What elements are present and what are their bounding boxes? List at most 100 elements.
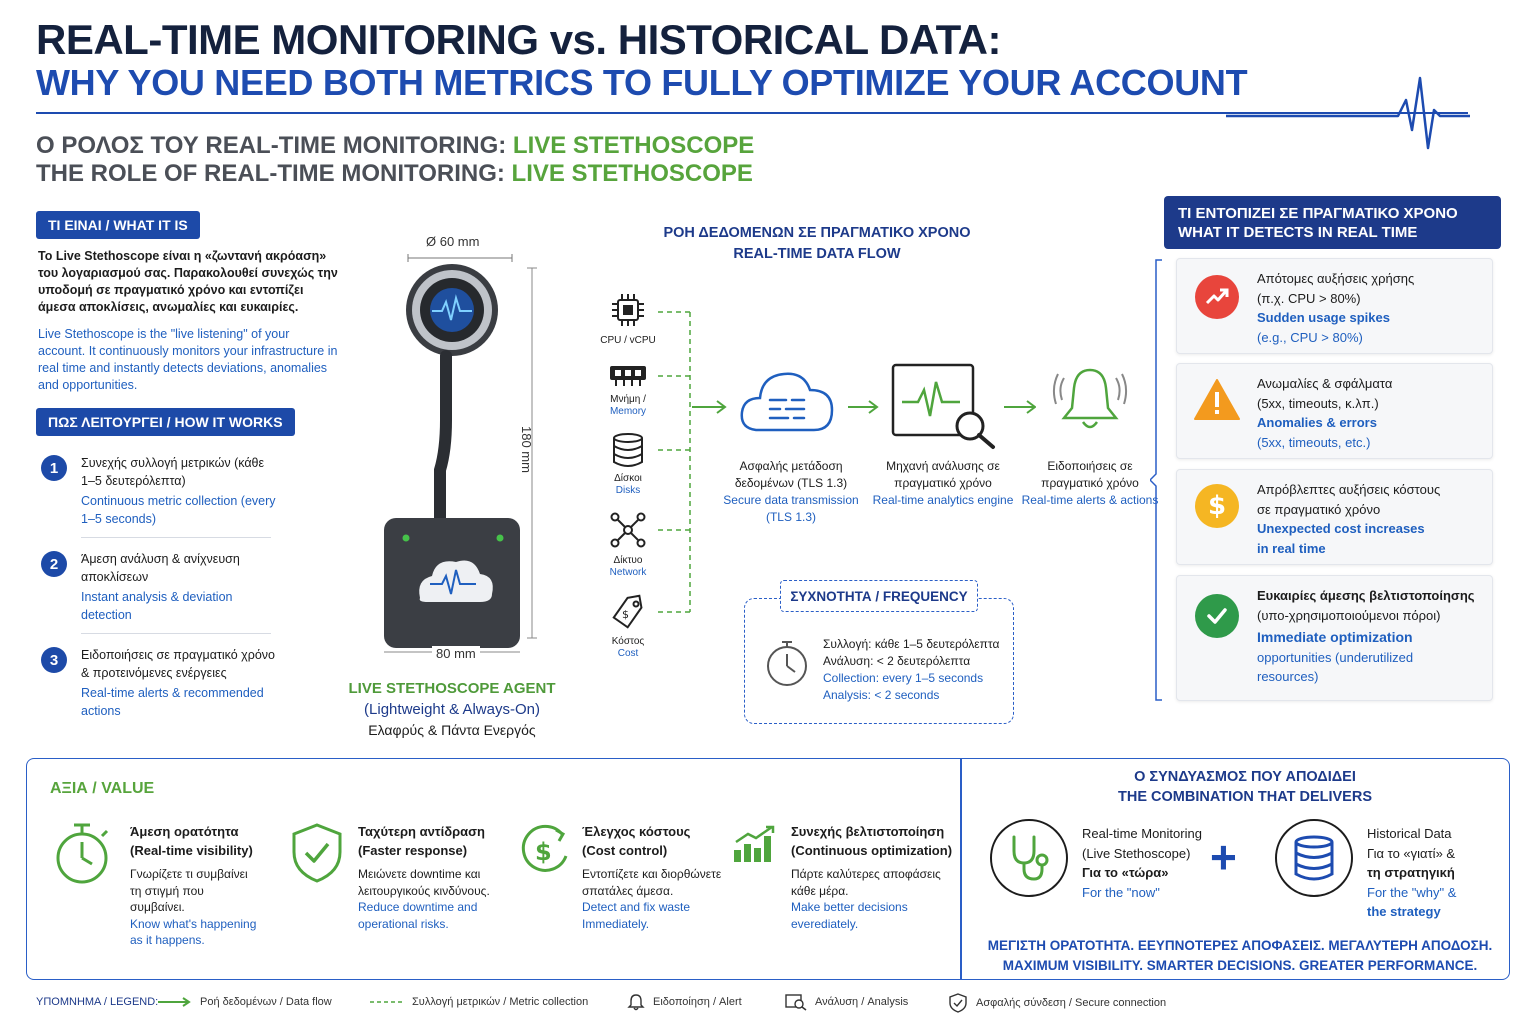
source-cost-gr: Κόστος: [611, 636, 645, 647]
legend-text: Ανάλυση / Analysis: [815, 996, 909, 1008]
legend-item-analysis: Ανάλυση / Analysis: [785, 993, 908, 1011]
value-item-cost: Έλεγχος κόστους (Cost control) Εντοπίζετ…: [582, 822, 772, 932]
stopwatch-icon: [56, 823, 109, 884]
what-it-is-heading: ΤΙ ΕΙΝΑΙ / WHAT IT IS: [36, 211, 200, 239]
stethoscope-icon: [990, 819, 1068, 897]
memory-icon: [610, 366, 646, 386]
role-heading-gr: Ο ΡΟΛΟΣ ΤΟΥ REAL-TIME MONITORING: LIVE S…: [36, 132, 754, 160]
shield-check-icon: [292, 823, 342, 883]
flow-title-en: REAL-TIME DATA FLOW: [733, 246, 901, 262]
combination-tagline-gr: ΜΕΓΙΣΤΗ ΟΡΑΤΟΤΗΤΑ. ΕΕΥΠΝΟΤΕΡΕΣ ΑΠΟΦΑΣΕΙΣ…: [987, 938, 1493, 953]
detect-en2: (5xx, timeouts, etc.): [1257, 434, 1371, 450]
value-heading: ΑΞΙΑ / VALUE: [50, 780, 155, 797]
agent-subtitle-gr: Ελαφρύς & Πάντα Ενεργός: [368, 722, 536, 738]
detects-heading: ΤΙ ΕΝΤΟΠΙΖΕΙ ΣΕ ΠΡΑΓΜΑΤΙΚΟ ΧΡΟΝΟ WHAT IT…: [1164, 196, 1501, 249]
value-gr: Πάρτε καλύτερες αποφάσεις κάθε μέρα.: [791, 867, 941, 898]
alert-bell-icon: [1052, 368, 1128, 429]
legend-item-alert: Ειδοποίηση / Alert: [627, 993, 742, 1011]
step-divider: [81, 633, 271, 634]
detect-gr2: (5xx, timeouts, κ.λπ.): [1257, 395, 1379, 411]
agent-diameter-label: Ø 60 mm: [426, 234, 480, 249]
how-it-works-heading: ΠΩΣ ΛΕΙΤΟΥΡΓΕΙ / HOW IT WORKS: [36, 408, 295, 436]
stage-alerts-en: Real-time alerts & actions: [1021, 493, 1159, 507]
agent-title: LIVE STETHOSCOPE AGENT: [348, 680, 556, 697]
value-gr: Εντοπίζετε και διορθώνετε σπατάλες άμεσα…: [582, 867, 722, 898]
source-network-label: Δίκτυο Network: [593, 555, 663, 579]
frequency-title: ΣΥΧΝΟΤΗΤΑ / FREQUENCY: [780, 580, 978, 612]
legend-text: Ροή δεδομένων / Data flow: [200, 996, 332, 1008]
detect-gr1: Ανωμαλίες & σφάλματα: [1257, 376, 1393, 391]
value-item-visibility: Άμεση ορατότητα (Real-time visibility) Γ…: [130, 822, 320, 949]
detects-heading-en: WHAT IT DETECTS IN REAL TIME: [1178, 224, 1418, 241]
cost-tag-icon: $: [612, 594, 643, 629]
plus-icon: +: [1210, 831, 1237, 883]
source-disks-gr: Δίσκοι: [614, 473, 642, 484]
bottom-panel-separator: [960, 758, 962, 980]
stage-analytics-engine-en: Real-time analytics engine: [872, 493, 1014, 507]
combination-right-gr1: Για το «γιατί» &: [1367, 845, 1456, 861]
check-icon: [1195, 594, 1239, 638]
network-icon: [610, 512, 646, 548]
dollar-icon: $: [1195, 484, 1239, 528]
step-3-gr: Ειδοποιήσεις σε πραγματικό χρόνο & προτε…: [81, 648, 276, 680]
role-heading-en-prefix: THE ROLE OF REAL-TIME MONITORING:: [36, 160, 512, 187]
disks-icon: [613, 433, 643, 467]
value-en: Detect and fix waste Immediately.: [582, 900, 691, 931]
combination-left-en: For the "now": [1082, 884, 1160, 900]
source-cpu-gr: CPU / vCPU: [600, 335, 656, 346]
combination-right-en2: the strategy: [1367, 904, 1441, 919]
analysis-icon: [785, 994, 807, 1011]
legend-item-secure: Ασφαλής σύνδεση / Secure connection: [948, 993, 1166, 1013]
detect-en2: opportunities (underutilized resources): [1257, 649, 1414, 685]
stage-alerts: Ειδοποιήσεις σε πραγματικό χρόνο Real-ti…: [1015, 458, 1165, 509]
value-title: Συνεχής βελτιστοποίηση: [791, 824, 945, 839]
detect-en1: Anomalies & errors: [1257, 415, 1377, 430]
step-number-3: 3: [41, 647, 67, 673]
flow-title: ΡΟΗ ΔΕΔΟΜΕΝΩΝ ΣΕ ΠΡΑΓΜΑΤΙΚΟ ΧΡΟΝΟ REAL-T…: [657, 223, 977, 265]
source-disks-label: Δίσκοι Disks: [593, 473, 663, 497]
stage-secure-transmission: Ασφαλής μετάδοση δεδομένων (TLS 1.3) Sec…: [716, 458, 866, 526]
role-heading-en: THE ROLE OF REAL-TIME MONITORING: LIVE S…: [36, 160, 753, 188]
role-heading-gr-prefix: Ο ΡΟΛΟΣ ΤΟΥ REAL-TIME MONITORING:: [36, 132, 513, 159]
detect-card-optimization: Ευκαιρίες άμεσης βελτιστοποίησης (υπο-χρ…: [1176, 575, 1493, 701]
legend-item-data-flow: Ροή δεδομένων / Data flow: [158, 996, 332, 1008]
detect-en1: Immediate optimization: [1257, 629, 1413, 645]
trend-up-icon: [1195, 275, 1239, 319]
role-heading-en-highlight: LIVE STETHOSCOPE: [511, 160, 753, 187]
agent-subtitle-en: (Lightweight & Always-On): [364, 701, 540, 718]
value-en: Know what's happening as it happens.: [130, 916, 257, 948]
combination-historical: Historical Data Για το «γιατί» & τη στρα…: [1367, 824, 1507, 922]
detects-heading-gr: ΤΙ ΕΝΤΟΠΙΖΕΙ ΣΕ ΠΡΑΓΜΑΤΙΚΟ ΧΡΟΝΟ: [1178, 205, 1458, 222]
header-rule: [36, 112, 1468, 114]
value-gr: Γνωρίζετε τι συμβαίνει τη στιγμή που συμ…: [130, 867, 248, 914]
legend-label-text: ΥΠΟΜΝΗΜΑ / LEGEND:: [36, 996, 159, 1008]
page-title-line2: WHY YOU NEED BOTH METRICS TO FULLY OPTIM…: [36, 62, 1248, 103]
cloud-transmission-icon: [740, 372, 834, 432]
agent-width-label: 80 mm: [432, 646, 480, 661]
shield-icon: [949, 993, 967, 1013]
detect-text: Απρόβλεπτες αυξήσεις κόστους σε πραγματι…: [1257, 480, 1477, 558]
legend-label: ΥΠΟΜΝΗΜΑ / LEGEND:: [36, 996, 158, 1008]
step-3: Ειδοποιήσεις σε πραγματικό χρόνο & προτε…: [81, 647, 281, 720]
what-it-is-text-gr: Το Live Stethoscope είναι η «ζωντανή ακρ…: [38, 249, 338, 314]
warning-icon: [1193, 378, 1241, 422]
detect-en1: Unexpected cost increases: [1257, 521, 1425, 536]
detect-card-cost-increases: $ Απρόβλεπτες αυξήσεις κόστους σε πραγμα…: [1176, 469, 1493, 565]
role-heading-gr-highlight: LIVE STETHOSCOPE: [512, 132, 755, 159]
detect-text: Ευκαιρίες άμεσης βελτιστοποίησης (υπο-χρ…: [1257, 586, 1485, 687]
combination-right-l1: Historical Data: [1367, 826, 1452, 841]
database-icon: [1275, 819, 1353, 897]
detect-en2: in real time: [1257, 540, 1326, 556]
frequency-en-line1: Collection: every 1–5 seconds: [823, 671, 984, 685]
svg-text:$: $: [535, 838, 552, 866]
step-2-gr: Άμεση ανάλυση & ανίχνευση αποκλίσεων: [81, 552, 240, 584]
step-1: Συνεχής συλλογή μετρικών (κάθε 1–5 δευτε…: [81, 455, 281, 528]
what-it-is-text-en: Live Stethoscope is the "live listening"…: [38, 327, 338, 392]
legend-text: Ειδοποίηση / Alert: [653, 996, 742, 1008]
combination-tagline: ΜΕΓΙΣΤΗ ΟΡΑΤΟΤΗΤΑ. ΕΕΥΠΝΟΤΕΡΕΣ ΑΠΟΦΑΣΕΙΣ…: [970, 936, 1510, 976]
step-1-en: Continuous metric collection (every 1–5 …: [81, 494, 276, 526]
cpu-icon: [612, 294, 644, 326]
detect-gr1: Απρόβλεπτες αυξήσεις κόστους: [1257, 482, 1441, 497]
detect-gr2: (π.χ. CPU > 80%): [1257, 290, 1361, 306]
detect-gr2: σε πραγματικό χρόνο: [1257, 501, 1381, 517]
